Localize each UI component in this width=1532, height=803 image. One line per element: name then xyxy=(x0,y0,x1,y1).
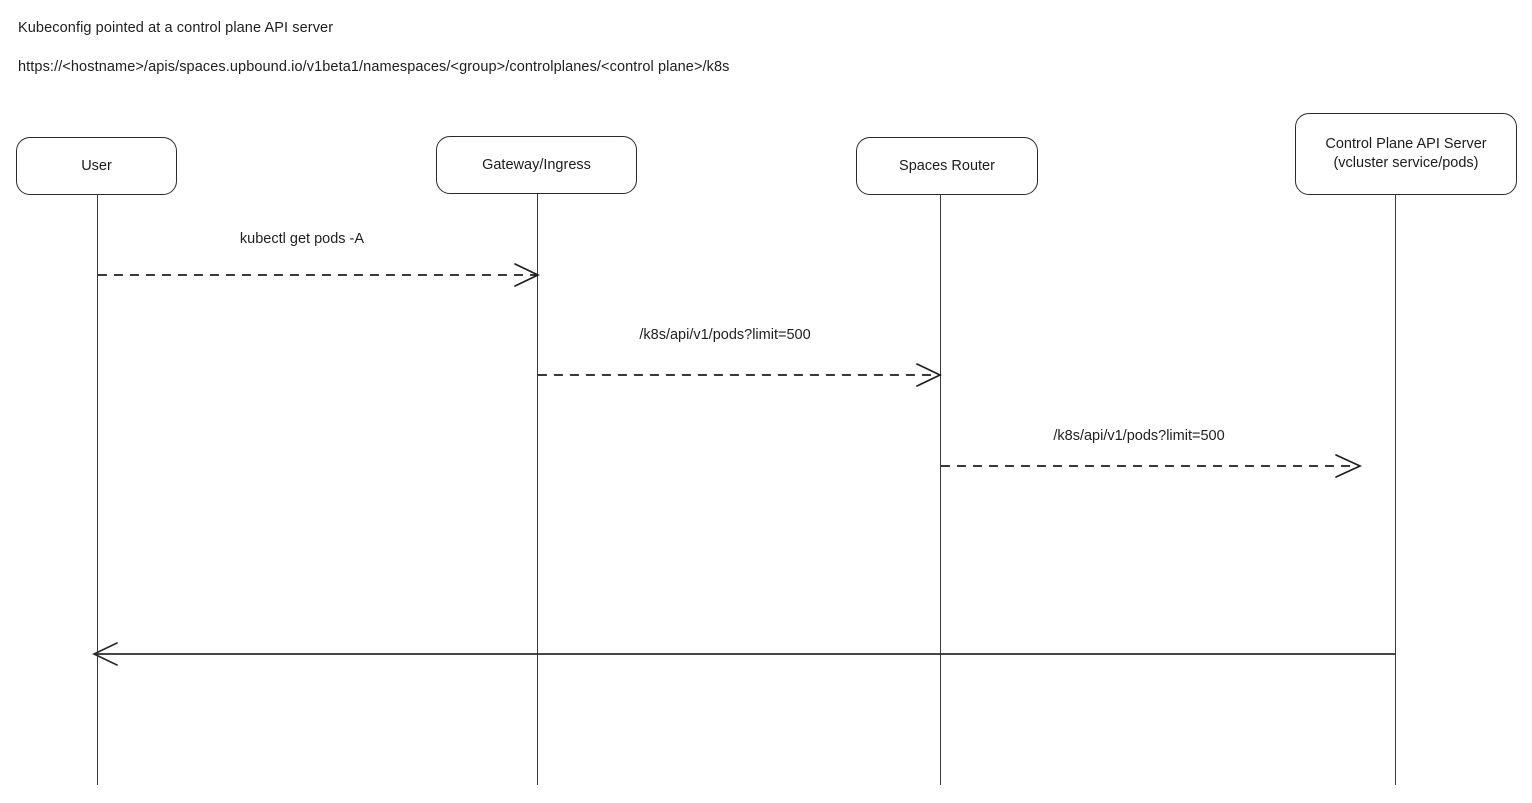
participant-box-gateway-ingress[interactable]: Gateway/Ingress xyxy=(436,136,637,194)
participant-box-spaces-router[interactable]: Spaces Router xyxy=(856,137,1038,195)
message-arrow-1 xyxy=(98,263,540,287)
message-label-3: /k8s/api/v1/pods?limit=500 xyxy=(1053,428,1225,444)
message-arrow-2 xyxy=(538,363,942,387)
participant-label-control-plane-api-server: Control Plane API Server (vcluster servi… xyxy=(1325,136,1487,171)
participant-label-gateway-ingress: Gateway/Ingress xyxy=(482,156,591,173)
message-label-1: kubectl get pods -A xyxy=(239,231,365,247)
lifeline-router xyxy=(940,194,941,785)
participant-box-user[interactable]: User xyxy=(16,137,177,195)
message-label-2: /k8s/api/v1/pods?limit=500 xyxy=(639,327,811,343)
participant-label-user: User xyxy=(81,157,112,174)
participant-label-spaces-router: Spaces Router xyxy=(899,157,995,174)
diagram-title-note: Kubeconfig pointed at a control plane AP… xyxy=(18,20,334,36)
message-arrow-3 xyxy=(941,454,1363,478)
lifeline-gateway xyxy=(537,193,538,785)
message-arrow-4-return xyxy=(92,642,1395,666)
lifeline-user xyxy=(97,194,98,785)
lifeline-control-plane xyxy=(1395,194,1396,785)
participant-box-control-plane-api-server[interactable]: Control Plane API Server (vcluster servi… xyxy=(1295,113,1517,195)
diagram-url-note: https://<hostname>/apis/spaces.upbound.i… xyxy=(18,59,730,75)
